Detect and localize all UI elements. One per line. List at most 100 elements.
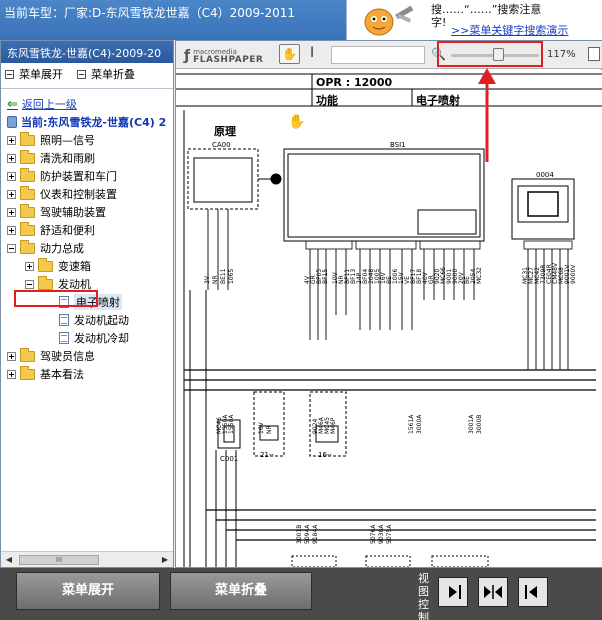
expand-toggle-icon[interactable] (7, 135, 16, 145)
sidebar-collapse-button[interactable]: 菜单折叠 (77, 66, 135, 82)
component-0004: 0004 (536, 171, 554, 179)
sidebar-actions: 菜单展开 菜单折叠 (1, 63, 173, 85)
tag-16: 16-- (318, 451, 332, 459)
folder-icon (20, 203, 35, 218)
menu-tree: ⇐ 返回上一级 当前:东风雪铁龙-世嘉(C4) 2 照明—信号 清洗和雨刷 防护 (1, 95, 173, 383)
wire-label: 5076A (370, 524, 377, 544)
view-left-button[interactable] (438, 577, 468, 607)
wire-label: 1550A (228, 414, 235, 434)
wire-label: 9184A (312, 524, 319, 544)
tree-item-engine[interactable]: 发动机 (1, 275, 173, 293)
tree-item-engine-start[interactable]: 发动机起动 (1, 311, 173, 329)
split-view-icon (484, 585, 502, 599)
folder-icon (38, 257, 53, 272)
page-icon[interactable] (588, 47, 600, 61)
wire-label: MC32 (476, 266, 483, 284)
tree-item-engine-cooling[interactable]: 发动机冷却 (1, 329, 173, 347)
folder-icon (20, 185, 35, 200)
system-label: 电子喷射 (416, 94, 460, 107)
wire-label: 5094A (304, 524, 311, 544)
function-label: 功能 (316, 94, 338, 107)
highlight-box (14, 290, 98, 307)
wire-label: 9000V (570, 264, 577, 284)
back-link[interactable]: ⇐ 返回上一级 (7, 96, 77, 112)
expand-toggle-icon[interactable] (7, 153, 16, 163)
expand-toggle-icon[interactable] (25, 261, 34, 271)
current-node: 当前:东风雪铁龙-世嘉(C4) 2 (1, 113, 173, 131)
scroll-right-icon[interactable]: ▶ (161, 555, 169, 564)
wire-label: M46P (330, 417, 337, 434)
open-folder-icon (38, 275, 53, 290)
wire-label: 5075A (386, 524, 393, 544)
tree-item-protection[interactable]: 防护装置和车门 (1, 167, 173, 185)
tree-item-driver-info[interactable]: 驾驶员信息 (1, 347, 173, 365)
expand-toggle-icon[interactable] (7, 351, 16, 361)
wiring-diagram-page[interactable]: OPR : 12000 功能 电子喷射 原理 ✋ CA00 BSI1 0004 … (176, 70, 602, 567)
tree-item-powertrain[interactable]: 动力总成 (1, 239, 173, 257)
collapse-icon (77, 69, 86, 79)
folder-icon (20, 167, 35, 182)
menu-collapse-button[interactable]: 菜单折叠 (170, 572, 312, 610)
tree-item-instruments[interactable]: 仪表和控制装置 (1, 185, 173, 203)
wire-label: 3001B (296, 524, 303, 544)
find-input[interactable] (331, 46, 425, 64)
flashpaper-toolbar: ƒ macromedia FLASHPAPER ✋ I 🔍 117% (176, 41, 602, 69)
wire-label: NR (266, 425, 273, 434)
arrow-left-icon (525, 585, 537, 599)
scroll-left-icon[interactable]: ◀ (5, 555, 13, 564)
menu-expand-button[interactable]: 菜单展开 (16, 572, 160, 610)
expand-toggle-icon[interactable] (7, 207, 16, 217)
wire-label: BE11 (220, 268, 227, 284)
search-tip-text: 搜……“……”搜索注意 字! (431, 3, 542, 29)
folder-icon (20, 347, 35, 362)
section-label: 原理 (214, 125, 236, 138)
macromedia-logo-icon: ƒ (184, 48, 191, 64)
arrow-right-icon (449, 585, 461, 599)
scroll-thumb[interactable]: III (19, 555, 99, 565)
folder-icon (20, 365, 35, 380)
tree-item-lighting[interactable]: 照明—信号 (1, 131, 173, 149)
search-demo-link[interactable]: >>菜单关键字搜索演示 (451, 24, 569, 37)
mascot-icon (364, 5, 414, 36)
menu-sidebar: 东风雪铁龙-世嘉(C4)-2009-20 菜单展开 菜单折叠 ⇐ 返回上一级 当… (0, 40, 174, 568)
tag-21: 21-- (260, 451, 274, 459)
divider (1, 88, 173, 89)
wire-label: 3V (204, 276, 211, 284)
zoom-slider-thumb[interactable] (493, 48, 505, 61)
wire-label: 1561A (408, 414, 415, 434)
pan-hand-button[interactable]: ✋ (279, 44, 300, 64)
flashpaper-logo: ƒ macromedia FLASHPAPER (184, 48, 264, 65)
collapse-toggle-icon[interactable] (7, 243, 16, 253)
folder-icon (20, 221, 35, 236)
sidebar-horizontal-scrollbar[interactable]: ◀ III ▶ (1, 551, 173, 567)
zoom-level: 117% (547, 49, 576, 60)
tree-item-basics[interactable]: 基本看法 (1, 365, 173, 383)
zoom-highlight-box (437, 41, 543, 67)
tree-item-washers[interactable]: 清洗和雨刷 (1, 149, 173, 167)
tree-item-gearbox[interactable]: 变速箱 (1, 257, 173, 275)
view-split-button[interactable] (478, 577, 508, 607)
expand-toggle-icon[interactable] (7, 189, 16, 199)
back-arrow-icon: ⇐ (7, 96, 18, 112)
sidebar-expand-button[interactable]: 菜单展开 (5, 66, 63, 82)
view-control-label: 视图控制 (418, 572, 429, 620)
search-tip-banner[interactable]: 搜……“……”搜索注意 字! >>菜单关键字搜索演示 (346, 0, 602, 40)
component-c001: C001 (220, 455, 239, 463)
expand-toggle-icon[interactable] (7, 369, 16, 379)
folder-icon (20, 149, 35, 164)
collapse-toggle-icon[interactable] (25, 279, 34, 289)
sidebar-title: 东风雪铁龙-世嘉(C4)-2009-20 (1, 41, 173, 63)
cursor-hand-icon: ✋ (288, 114, 306, 130)
view-right-button[interactable] (518, 577, 548, 607)
folder-icon (20, 131, 35, 146)
tree-item-comfort[interactable]: 舒适和便利 (1, 221, 173, 239)
expand-toggle-icon[interactable] (7, 225, 16, 235)
tree-item-driving-aids[interactable]: 驾驶辅助装置 (1, 203, 173, 221)
wire-label: 9030A (378, 524, 385, 544)
text-select-icon[interactable]: I (310, 45, 315, 61)
document-viewer: ƒ macromedia FLASHPAPER ✋ I 🔍 117% (175, 40, 602, 568)
hand-icon: ✋ (282, 47, 297, 61)
expand-toggle-icon[interactable] (7, 171, 16, 181)
document-icon (59, 332, 69, 344)
